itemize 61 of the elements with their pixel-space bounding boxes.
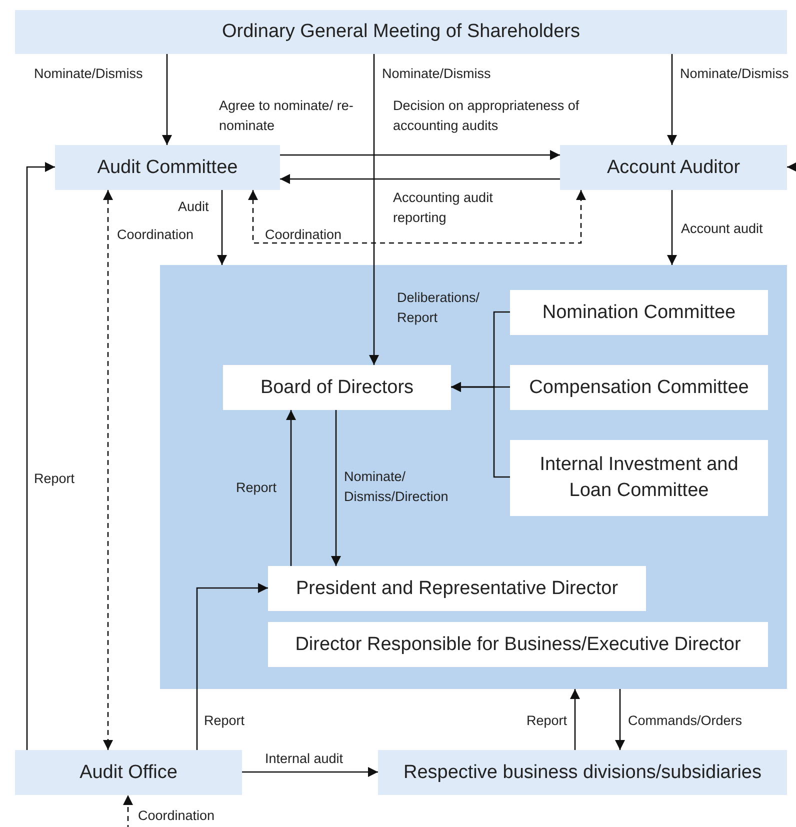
edge-label: Deliberations/ Report — [397, 289, 481, 328]
box-label: President and Representative Director — [296, 576, 618, 601]
edge-label: Nominate/Dismiss — [382, 65, 492, 83]
edge-label: Report — [204, 712, 246, 730]
arrow — [451, 382, 510, 478]
arrow — [615, 689, 625, 750]
governance-panel — [160, 265, 787, 689]
org-box — [55, 145, 280, 190]
org-box — [510, 365, 768, 410]
edge-label: Decision on appropriateness of accounting audits — [393, 97, 580, 136]
edge-label: Accounting audit reporting — [393, 189, 494, 228]
edge-label: Coordination — [138, 807, 216, 825]
arrow — [217, 190, 227, 265]
arrow — [280, 150, 560, 160]
edge-label: Account audit — [681, 220, 764, 238]
box-label: Ordinary General Meeting of Shareholders — [222, 20, 580, 44]
arrow — [787, 162, 796, 172]
box-label: Respective business divisions/subsidiaries — [403, 760, 762, 785]
box-label: Nomination Committee — [542, 300, 736, 325]
org-box — [15, 750, 242, 795]
arrow — [286, 410, 296, 566]
edge-label: Coordination — [117, 226, 195, 244]
edge-label: Nominate/ Dismiss/Direction — [344, 468, 450, 506]
edge-label: Report — [525, 712, 567, 730]
org-box — [268, 622, 768, 667]
org-box — [510, 290, 768, 335]
edge-label: Audit — [178, 198, 210, 216]
note-label: Agree to nominate/ re-nominate — [219, 97, 354, 136]
arrow — [570, 689, 580, 750]
edge-label: Report — [34, 470, 76, 488]
arrow — [331, 410, 341, 566]
org-box — [268, 566, 646, 611]
arrow — [667, 190, 677, 265]
dashed-arrow — [123, 795, 133, 827]
box-label: Audit Committee — [97, 156, 238, 180]
box-label: Audit Office — [80, 760, 178, 785]
org-box — [560, 145, 787, 190]
arrow — [196, 583, 268, 750]
edge-label: Nominate/Dismiss — [680, 65, 790, 83]
arrow — [667, 54, 677, 145]
box-label: Internal Investment and Loan Committee — [538, 453, 740, 503]
box-label: Compensation Committee — [529, 376, 749, 400]
edge-label: Report — [236, 479, 278, 497]
edge-label: Commands/Orders — [628, 712, 744, 730]
dashed-arrow — [103, 190, 113, 750]
org-box — [223, 365, 451, 410]
arrow — [26, 162, 55, 750]
edge-label: Nominate/Dismiss — [34, 65, 144, 83]
arrow — [369, 54, 379, 365]
arrow — [242, 767, 378, 777]
edge-label: Coordination — [265, 226, 343, 244]
box-label: Director Responsible for Business/Executive Director — [295, 632, 741, 657]
dashed-arrow — [248, 190, 586, 244]
arrow — [162, 54, 172, 145]
org-box — [378, 750, 787, 795]
edge-label: Internal audit — [265, 750, 344, 768]
org-box — [15, 10, 787, 54]
box-label: Board of Directors — [260, 376, 414, 400]
box-label: Account Auditor — [606, 156, 740, 180]
org-box — [510, 440, 768, 516]
arrow — [280, 174, 560, 184]
